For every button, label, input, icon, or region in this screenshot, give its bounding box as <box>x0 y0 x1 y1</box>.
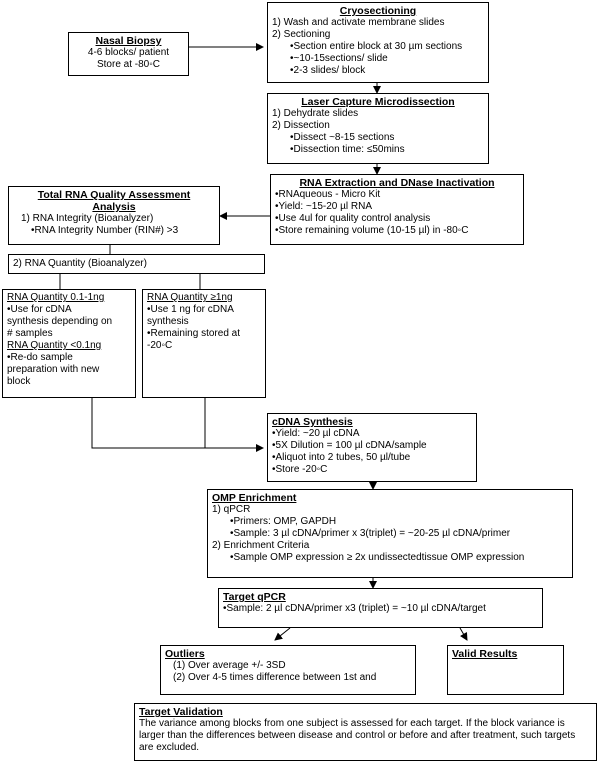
nasal-biopsy-title: Nasal Biopsy <box>95 35 162 47</box>
cdna-synthesis-line: •Aliquot into 2 tubes, 50 µl/tube <box>272 452 411 463</box>
high-quantity-box: RNA Quantity ≥1ng •Use 1 ng for cDNA syn… <box>142 289 266 398</box>
high-quantity-line: •Remaining stored at <box>147 328 240 339</box>
very-low-quantity-heading: RNA Quantity <0.1ng <box>7 340 102 351</box>
lcm-line: 2) Dissection <box>272 120 330 131</box>
rna-quality-line: 1) RNA Integrity (Bioanalyzer) <box>21 213 154 224</box>
cryosectioning-title: Cryosectioning <box>339 5 417 17</box>
omp-enrichment-line: •Sample OMP expression ≥ 2x undissectedt… <box>230 552 525 563</box>
nasal-biopsy-box: Nasal Biopsy 4-6 blocks/ patient Store a… <box>68 32 189 76</box>
cryosectioning-line: 2) Sectioning <box>272 29 331 40</box>
outliers-line: (1) Over average +/- 3SD <box>173 660 286 671</box>
rna-quantity-label: 2) RNA Quantity (Bioanalyzer) <box>13 258 147 269</box>
high-quantity-line: synthesis <box>147 316 189 327</box>
omp-enrichment-box: OMP Enrichment 1) qPCR •Primers: OMP, GA… <box>207 489 573 578</box>
cdna-synthesis-box: cDNA Synthesis •Yield: ~20 µl cDNA •5X D… <box>267 413 477 482</box>
rna-extraction-line: •Yield: ~15-20 µl RNA <box>275 201 372 212</box>
lcm-line: 1) Dehydrate slides <box>272 108 359 119</box>
very-low-quantity-line: preparation with new <box>7 364 100 375</box>
rna-extraction-line: •Store remaining volume (10-15 µl) in -8… <box>275 225 469 236</box>
rna-quality-title: Total RNA Quality Assessment <box>37 189 191 201</box>
omp-enrichment-title: OMP Enrichment <box>212 492 297 504</box>
cryosectioning-line: •2-3 slides/ block <box>290 65 366 76</box>
rna-extraction-line: •RNAqueous - Micro Kit <box>275 189 381 200</box>
arrow-target-to-valid <box>459 627 468 641</box>
lcm-line: •Dissect ~8-15 sections <box>290 132 395 143</box>
low-quantity-line: synthesis depending on <box>7 316 113 327</box>
omp-enrichment-line: •Sample: 3 µl cDNA/primer x 3(triplet) =… <box>230 528 511 539</box>
lcm-title: Laser Capture Microdissection <box>301 96 455 108</box>
very-low-quantity-line: •Re-do sample <box>7 352 73 363</box>
target-validation-title: Target Validation <box>139 706 223 718</box>
target-validation-text: The variance among blocks from one subje… <box>139 718 576 753</box>
line-low-to-cdna <box>91 398 264 452</box>
outliers-title: Outliers <box>165 648 205 660</box>
high-quantity-line: -20◦C <box>147 340 173 351</box>
rna-quantity-box: 2) RNA Quantity (Bioanalyzer) <box>8 254 265 274</box>
rna-quality-box: Total RNA Quality Assessment Analysis 1)… <box>8 186 220 245</box>
nasal-biopsy-line: 4-6 blocks/ patient <box>87 47 170 58</box>
cdna-synthesis-line: •5X Dilution = 100 µl cDNA/sample <box>272 440 427 451</box>
cryosectioning-box: Cryosectioning 1) Wash and activate memb… <box>267 2 489 83</box>
low-quantity-line: •Use for cDNA <box>7 304 72 315</box>
cryosectioning-line: 1) Wash and activate membrane slides <box>272 17 445 28</box>
lcm-box: Laser Capture Microdissection 1) Dehydra… <box>267 93 489 164</box>
omp-enrichment-line: 2) Enrichment Criteria <box>212 540 310 551</box>
nasal-biopsy-line: Store at -80◦C <box>96 59 161 70</box>
target-qpcr-line: •Sample: 2 µl cDNA/primer x3 (triplet) =… <box>223 603 486 614</box>
rna-quality-title-cont: Analysis <box>92 201 136 213</box>
rna-quality-line: •RNA Integrity Number (RIN#) >3 <box>31 225 179 236</box>
rna-extraction-box: RNA Extraction and DNase Inactivation •R… <box>270 174 524 245</box>
low-quantity-line: # samples <box>7 328 53 339</box>
rna-extraction-line: •Use 4ul for quality control analysis <box>275 213 431 224</box>
target-qpcr-box: Target qPCR •Sample: 2 µl cDNA/primer x3… <box>218 588 543 628</box>
arrow-target-to-outliers <box>274 627 291 641</box>
valid-results-box: Valid Results <box>447 645 564 695</box>
rna-extraction-title: RNA Extraction and DNase Inactivation <box>299 177 495 189</box>
cdna-synthesis-line: •Yield: ~20 µl cDNA <box>272 428 360 439</box>
target-validation-box: Target Validation The variance among blo… <box>134 703 597 761</box>
target-qpcr-title: Target qPCR <box>223 591 286 603</box>
low-quantity-box: RNA Quantity 0.1-1ng •Use for cDNA synth… <box>2 289 136 398</box>
outliers-line: (2) Over 4-5 times difference between 1s… <box>173 672 377 683</box>
cryosectioning-line: •~10-15sections/ slide <box>290 53 388 64</box>
omp-enrichment-line: •Primers: OMP, GAPDH <box>230 516 337 527</box>
omp-enrichment-line: 1) qPCR <box>212 504 251 515</box>
very-low-quantity-line: block <box>7 376 31 387</box>
cryosectioning-line: •Section entire block at 30 µm sections <box>290 41 463 52</box>
low-quantity-heading: RNA Quantity 0.1-1ng <box>7 292 105 303</box>
high-quantity-heading: RNA Quantity ≥1ng <box>147 292 233 303</box>
valid-results-title: Valid Results <box>452 648 518 660</box>
cdna-synthesis-title: cDNA Synthesis <box>272 416 353 428</box>
lcm-line: •Dissection time: ≤50mins <box>290 144 405 155</box>
outliers-box: Outliers (1) Over average +/- 3SD (2) Ov… <box>160 645 416 695</box>
high-quantity-line: •Use 1 ng for cDNA <box>147 304 234 315</box>
cdna-synthesis-line: •Store -20◦C <box>272 464 328 475</box>
